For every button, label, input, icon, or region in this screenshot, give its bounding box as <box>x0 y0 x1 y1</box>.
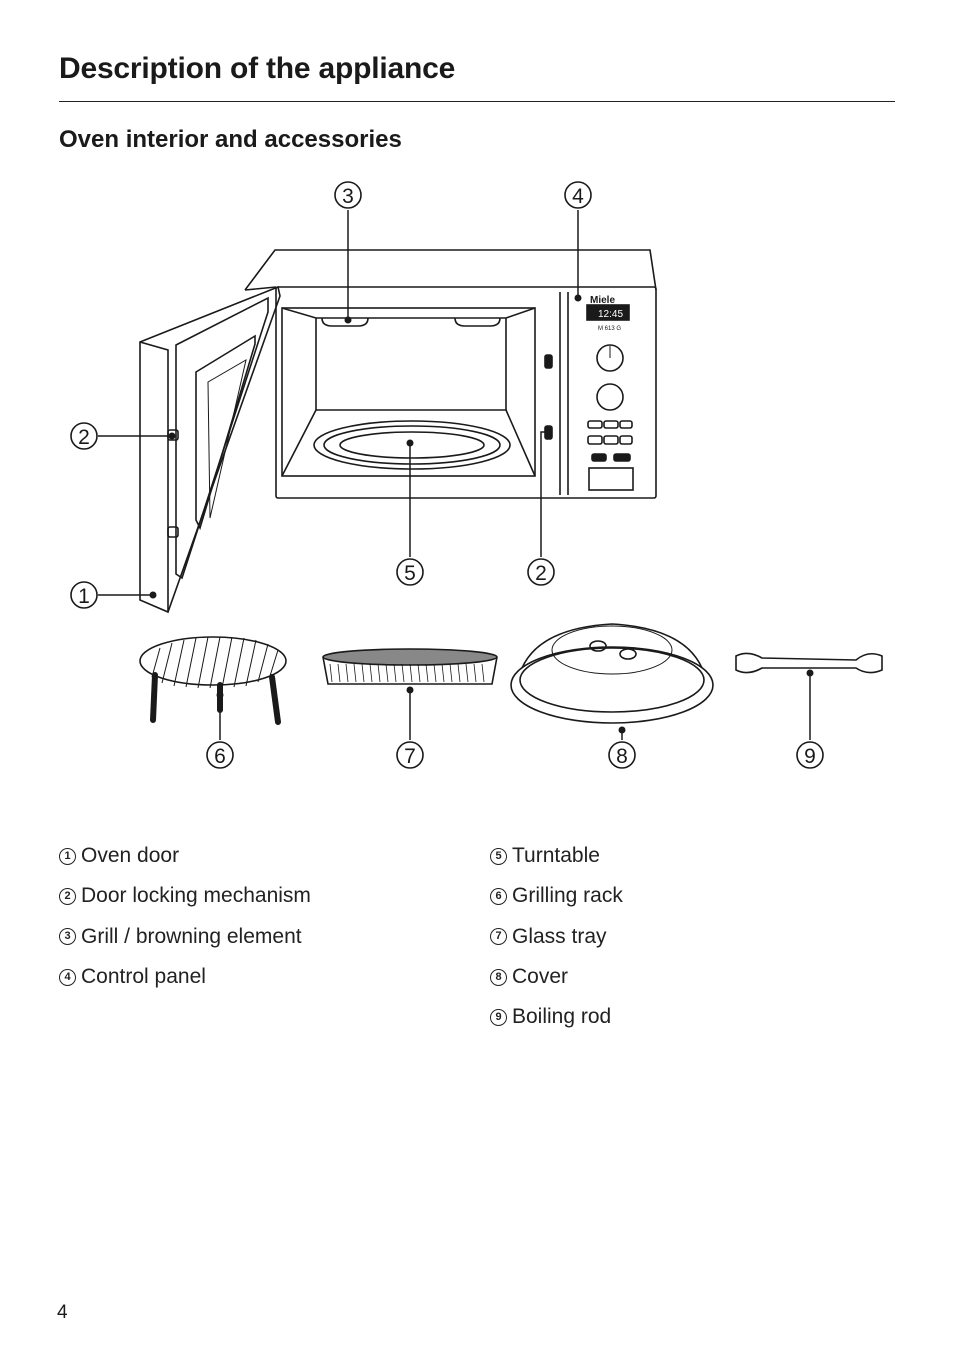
svg-text:2: 2 <box>78 426 90 449</box>
svg-text:1: 1 <box>78 585 90 608</box>
svg-text:2: 2 <box>535 562 547 585</box>
svg-text:6: 6 <box>214 745 226 768</box>
page-number: 4 <box>57 1302 68 1323</box>
legend-label: Turntable <box>512 844 600 868</box>
legend-item-boiling-rod: 9 Boiling rod <box>490 997 623 1037</box>
callout-1: 1 <box>70 581 98 609</box>
legend-label: Boiling rod <box>512 1005 612 1029</box>
legend-item-door-locking: 2 Door locking mechanism <box>59 876 311 916</box>
legend-item-glass-tray: 7 Glass tray <box>490 917 623 957</box>
legend-item-turntable: 5 Turntable <box>490 836 623 876</box>
svg-text:5: 5 <box>404 562 416 585</box>
glass-tray <box>322 648 498 685</box>
legend-number: 9 <box>490 1008 507 1026</box>
callout-5: 5 <box>396 558 424 586</box>
legend-number: 2 <box>59 887 76 905</box>
section-title: Oven interior and accessories <box>59 126 402 153</box>
cover <box>510 623 714 724</box>
control-panel: Miele 12:45 M 613 G <box>586 295 634 491</box>
clock-readout: 12:45 <box>598 309 623 320</box>
legend-label: Grilling rack <box>512 884 623 908</box>
appliance-diagram: Miele 12:45 M 613 G <box>70 181 883 769</box>
legend-number: 4 <box>59 968 76 986</box>
legend-label: Control panel <box>81 965 206 989</box>
callout-2-door: 2 <box>70 422 98 450</box>
svg-text:8: 8 <box>616 745 628 768</box>
legend-item-cover: 8 Cover <box>490 957 623 997</box>
legend-number: 5 <box>490 847 507 865</box>
legend-label: Oven door <box>81 844 180 868</box>
boiling-rod <box>735 652 883 674</box>
legend-number: 1 <box>59 847 76 865</box>
legend-item-grill-element: 3 Grill / browning element <box>59 917 311 957</box>
page-title: Description of the appliance <box>59 52 456 85</box>
leader-lines <box>98 210 811 740</box>
door-release-button <box>588 467 634 491</box>
legend-label: Grill / browning element <box>81 924 302 948</box>
callout-6: 6 <box>206 741 234 769</box>
legend-number: 3 <box>59 928 76 946</box>
legend-item-oven-door: 1 Oven door <box>59 836 311 876</box>
svg-text:9: 9 <box>804 745 816 768</box>
legend-right: 5 Turntable 6 Grilling rack 7 Glass tray… <box>490 836 623 1037</box>
legend-label: Glass tray <box>512 924 607 948</box>
microwave-cabinet <box>244 249 657 499</box>
oven-door <box>139 285 281 614</box>
grilling-rack <box>139 636 287 725</box>
title-divider <box>59 101 895 102</box>
model-label: M 613 G <box>598 326 621 332</box>
timer-dial <box>596 383 624 411</box>
legend-item-control-panel: 4 Control panel <box>59 957 311 997</box>
legend-label: Cover <box>512 965 569 989</box>
leader-dots <box>149 294 814 734</box>
power-dial <box>596 344 624 372</box>
legend-number: 6 <box>490 887 507 905</box>
callout-9: 9 <box>796 741 824 769</box>
callout-7: 7 <box>396 741 424 769</box>
svg-text:4: 4 <box>572 185 584 208</box>
legend-number: 7 <box>490 928 507 946</box>
legend-label: Door locking mechanism <box>81 884 311 908</box>
legend-item-grilling-rack: 6 Grilling rack <box>490 876 623 916</box>
clock-display <box>586 304 630 321</box>
callout-3: 3 <box>334 181 362 209</box>
callout-8: 8 <box>608 741 636 769</box>
callout-4: 4 <box>564 181 592 209</box>
svg-text:7: 7 <box>404 745 416 768</box>
callout-2-frame: 2 <box>527 558 555 586</box>
brand-logo: Miele <box>590 295 615 306</box>
svg-text:3: 3 <box>342 185 354 208</box>
legend-left: 1 Oven door 2 Door locking mechanism 3 G… <box>59 836 311 997</box>
legend-number: 8 <box>490 968 507 986</box>
